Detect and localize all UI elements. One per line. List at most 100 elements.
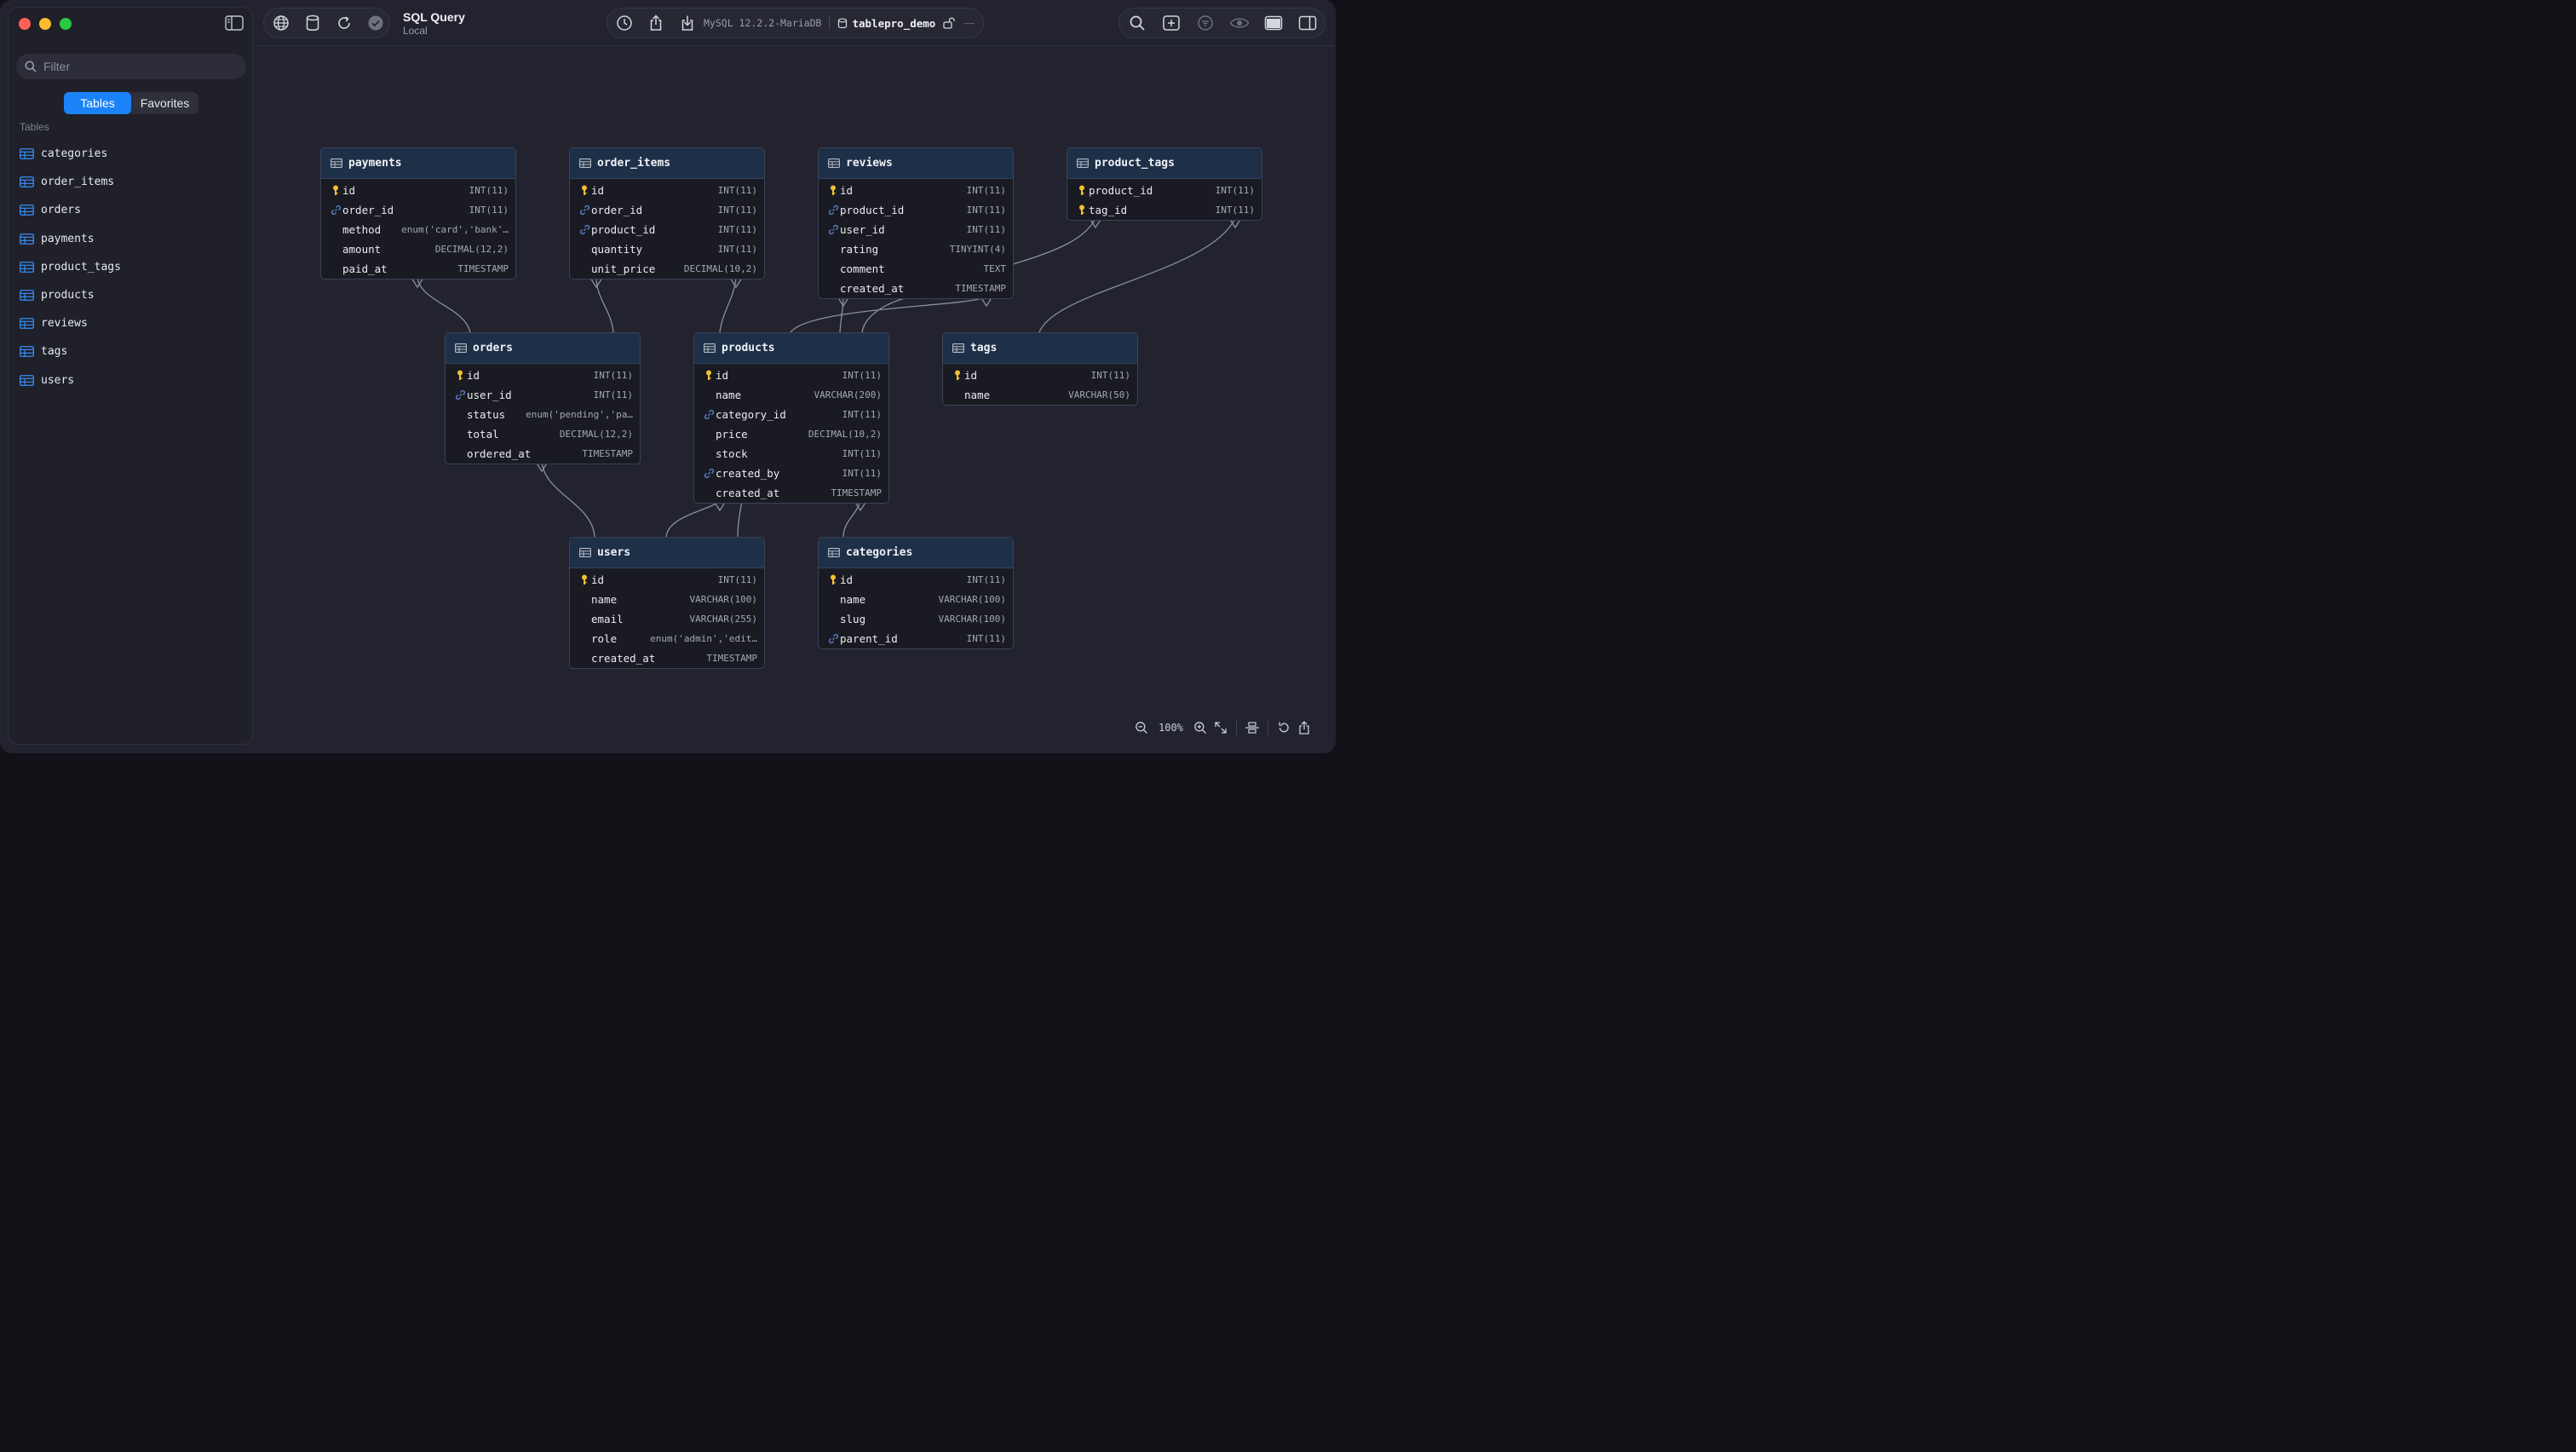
- database-icon[interactable]: [302, 13, 323, 33]
- column-key-indicator: [330, 185, 342, 197]
- checkmark-icon[interactable]: [365, 13, 386, 33]
- inspector-panel-icon[interactable]: [1297, 13, 1318, 33]
- reset-icon[interactable]: [1274, 717, 1294, 738]
- database-name[interactable]: tablepro_demo: [852, 16, 936, 30]
- entity-header[interactable]: categories: [819, 538, 1013, 568]
- import-icon[interactable]: [677, 13, 698, 33]
- zoom-in-icon[interactable]: [1190, 717, 1210, 738]
- zoom-out-icon[interactable]: [1131, 717, 1152, 738]
- unlock-icon[interactable]: [939, 13, 959, 33]
- layout-bottom-icon[interactable]: [1263, 13, 1284, 33]
- history-icon[interactable]: [614, 13, 635, 33]
- sidebar-table-product_tags[interactable]: product_tags: [20, 253, 121, 281]
- sidebar-table-reviews[interactable]: reviews: [20, 309, 121, 337]
- entity-header[interactable]: order_items: [570, 148, 764, 179]
- sidebar-toggle-icon[interactable]: [225, 15, 244, 31]
- entity-header[interactable]: reviews: [819, 148, 1013, 179]
- entity-header[interactable]: orders: [446, 333, 640, 364]
- new-tab-icon[interactable]: [1161, 13, 1182, 33]
- close-window-button[interactable]: [19, 18, 31, 30]
- filter-field[interactable]: [16, 54, 246, 79]
- primary-key-icon: [333, 185, 338, 195]
- auto-layout-icon[interactable]: [1242, 717, 1262, 738]
- tab-favorites[interactable]: Favorites: [140, 96, 190, 110]
- sidebar-table-users[interactable]: users: [20, 366, 121, 395]
- minimize-window-button[interactable]: [39, 18, 51, 30]
- filter-icon[interactable]: [1195, 13, 1216, 33]
- refresh-icon[interactable]: [334, 13, 354, 33]
- sidebar-table-categories[interactable]: categories: [20, 140, 121, 168]
- zoom-window-button[interactable]: [60, 18, 72, 30]
- globe-icon[interactable]: [271, 13, 291, 33]
- sidebar-table-payments[interactable]: payments: [20, 225, 121, 253]
- sidebar-table-tags[interactable]: tags: [20, 337, 121, 366]
- tab-tables[interactable]: Tables: [64, 92, 131, 114]
- filter-input[interactable]: [42, 59, 233, 74]
- sidebar-table-orders[interactable]: orders: [20, 196, 121, 224]
- search-icon[interactable]: [1127, 13, 1147, 33]
- fit-to-screen-icon[interactable]: [1210, 717, 1231, 738]
- toolbar-right-group: [1118, 8, 1325, 38]
- sidebar-table-products[interactable]: products: [20, 281, 121, 309]
- entity-header[interactable]: products: [694, 333, 888, 364]
- entity-header[interactable]: tags: [943, 333, 1137, 364]
- export-icon[interactable]: [1294, 717, 1314, 738]
- share-icon[interactable]: [646, 13, 666, 33]
- entity-header[interactable]: product_tags: [1067, 148, 1262, 179]
- eye-icon[interactable]: [1229, 13, 1250, 33]
- entity-header[interactable]: users: [570, 538, 764, 568]
- entity-header[interactable]: payments: [321, 148, 515, 179]
- sidebar-table-order_items[interactable]: order_items: [20, 168, 121, 196]
